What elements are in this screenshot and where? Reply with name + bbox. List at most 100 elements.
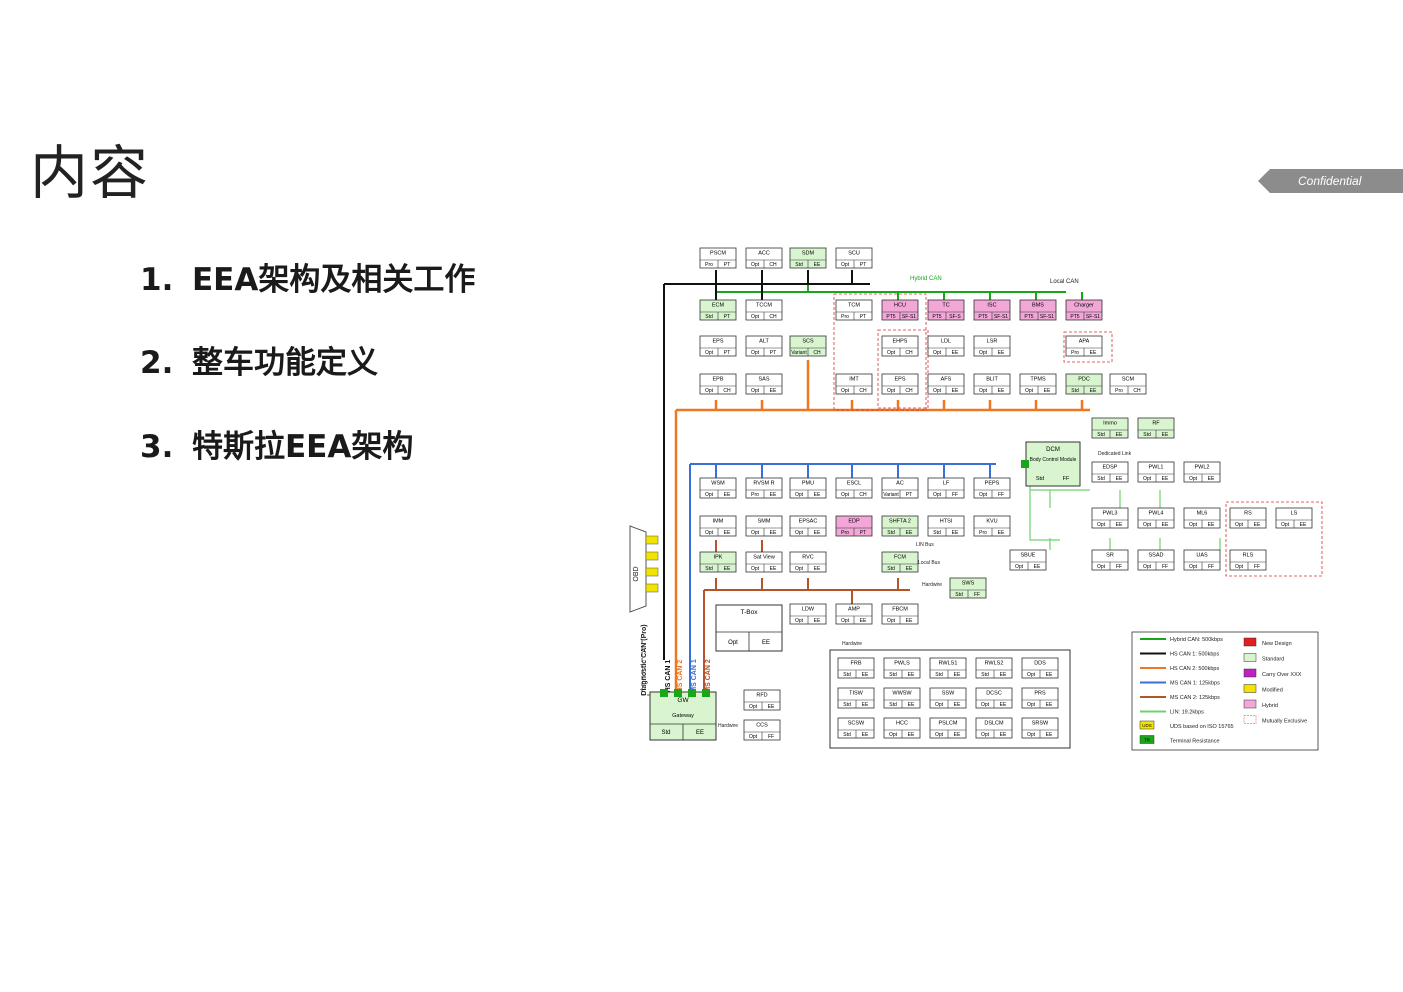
module-name: RFD [756, 693, 767, 699]
svg-text:HS CAN 1: 500kbps: HS CAN 1: 500kbps [1170, 652, 1219, 658]
module-status: Opt [1015, 564, 1024, 570]
module-name: PWL2 [1195, 465, 1210, 471]
module-status: Std [1097, 476, 1105, 482]
module-domain: PT [770, 350, 776, 356]
legend-swatch-3: Modified [1243, 684, 1283, 694]
module-domain: CH [859, 388, 867, 394]
module-status: Pro [705, 262, 713, 268]
module-name: SCM [1122, 377, 1135, 383]
module-name: LSR [987, 339, 998, 345]
legend-swatch-4: Hybrid [1243, 699, 1278, 709]
gateway-b: EE [696, 730, 704, 736]
module-status: Std [887, 566, 895, 572]
module-name: HCC [896, 721, 908, 727]
module-domain: EE [724, 492, 731, 498]
module-status: Opt [1143, 522, 1152, 528]
module-domain: EE [998, 350, 1005, 356]
module-name: PMU [802, 481, 814, 487]
module-name: PWL3 [1103, 511, 1118, 517]
module-domain: EE [770, 566, 777, 572]
module-domain: FF [1116, 564, 1122, 570]
svg-text:UDS: UDS [1142, 723, 1152, 728]
tbox-name: T-Box [741, 609, 759, 616]
toc-item-2[interactable]: 2.整车功能定义 [140, 337, 378, 382]
module-status: Std [933, 530, 941, 536]
module-name: TC [942, 303, 949, 309]
module-status: Opt [935, 702, 944, 708]
toc-item-1[interactable]: 1.EEA架构及相关工作 [140, 254, 475, 299]
dedicated-link-label: Dedicated Link [1098, 451, 1132, 457]
module-name: Charger [1074, 303, 1094, 309]
module-name: TCM [848, 303, 860, 309]
module-status: Opt [889, 732, 898, 738]
module-status: Std [889, 702, 897, 708]
dcm-a: Std [1036, 476, 1044, 482]
module-name: FRB [851, 661, 862, 667]
module-status: Opt [1025, 388, 1034, 394]
toc-item-3[interactable]: 3.特斯拉EEA架构 [140, 421, 413, 466]
hardwire-label-1: Hardwire [922, 582, 942, 588]
module-name: ECM [712, 303, 725, 309]
lin-line [1029, 464, 1221, 550]
ms-can-1-label: MS CAN 1 [691, 659, 698, 693]
module-domain: EE [1162, 432, 1169, 438]
module-name: LF [943, 481, 950, 487]
module-domain: EE [908, 702, 915, 708]
module-domain: EE [1090, 388, 1097, 394]
module-name: HCU [894, 303, 906, 309]
module-domain: EE [1208, 476, 1215, 482]
svg-text:Carry Over XXX: Carry Over XXX [1262, 672, 1302, 678]
module-domain: EE [906, 530, 913, 536]
module-name: PRS [1034, 691, 1046, 697]
module-status: Opt [1281, 522, 1290, 528]
module-status: Opt [841, 388, 850, 394]
module-status: Opt [705, 350, 714, 356]
module-domain: PT [860, 262, 866, 268]
module-status: Opt [749, 704, 758, 710]
module-status: Std [705, 314, 713, 320]
module-domain: EE [862, 702, 869, 708]
module-domain: EE [814, 618, 821, 624]
module-name: PSLCM [939, 721, 958, 727]
gateway-a: Std [661, 730, 670, 736]
module-domain: EE [1116, 522, 1123, 528]
module-status: Opt [795, 492, 804, 498]
module-name: AC [896, 481, 904, 487]
module-domain: EE [860, 618, 867, 624]
module-domain: EE [814, 492, 821, 498]
svg-text:MS CAN 1: 125kbps: MS CAN 1: 125kbps [1170, 681, 1220, 687]
obd-label: OBD [633, 566, 640, 581]
module-name: SMM [758, 519, 771, 525]
module-name: ACC [758, 251, 770, 257]
svg-text:New Design: New Design [1262, 641, 1292, 647]
module-domain: EE [998, 388, 1005, 394]
legend-swatch-0: New Design [1243, 637, 1292, 647]
